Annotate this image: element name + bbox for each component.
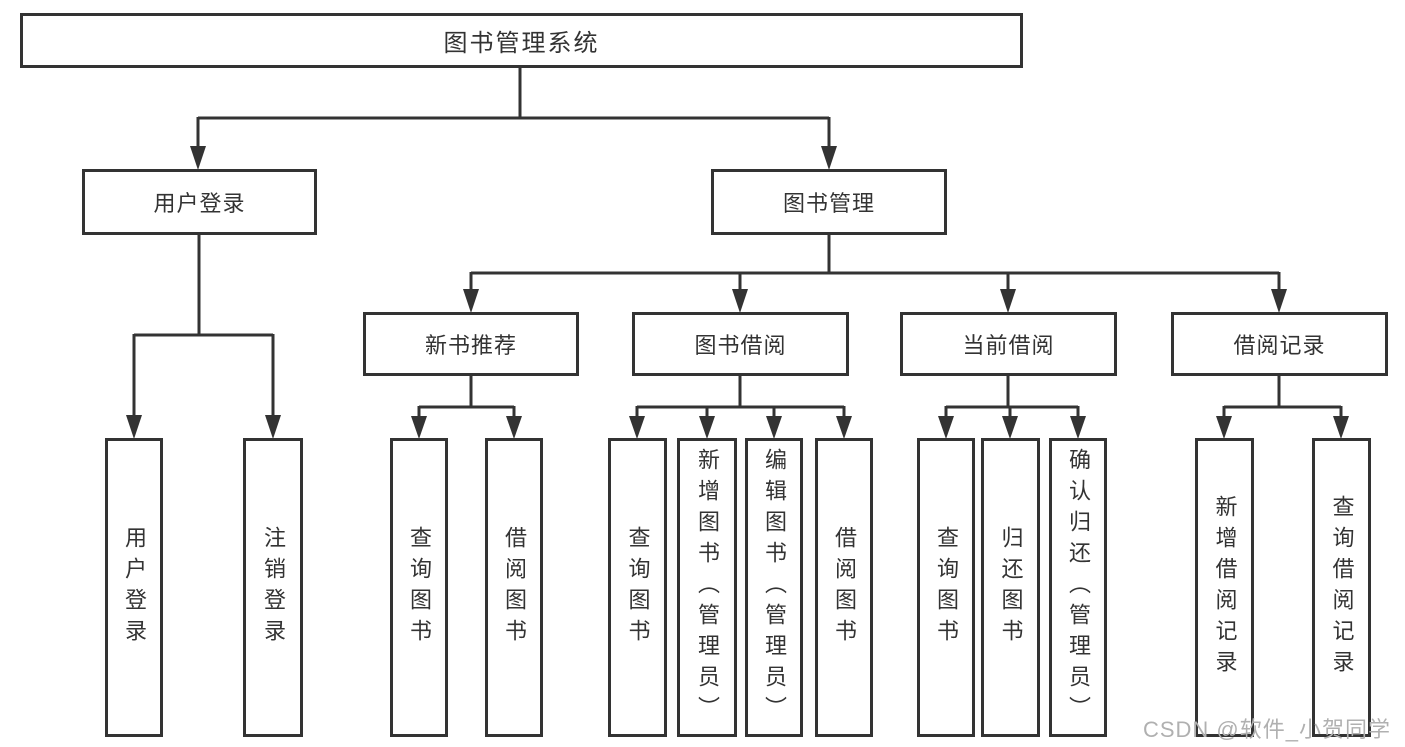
node-borrowing-records: 借阅记录 [1171, 312, 1388, 376]
node-borrowing-records-label: 借阅记录 [1233, 333, 1326, 358]
node-new-book-recommendation-label: 新书推荐 [424, 333, 517, 358]
leaf-confirm-return-admin-label: 确认归还（管理员） [1066, 448, 1091, 727]
leaf-return-books-label: 归还图书 [998, 525, 1024, 650]
node-user-login: 用户登录 [82, 169, 317, 235]
leaf-borrow-books-borrowing: 借阅图书 [815, 438, 873, 737]
node-book-borrowing: 图书借阅 [632, 312, 849, 376]
node-library-system-label: 图书管理系统 [443, 30, 600, 57]
node-book-borrowing-label: 图书借阅 [694, 333, 787, 358]
node-library-system: 图书管理系统 [20, 13, 1023, 68]
leaf-add-books-admin: 新增图书（管理员） [677, 438, 737, 737]
leaf-user-login-label: 用户登录 [122, 525, 147, 650]
leaf-edit-books-admin-label: 编辑图书（管理员） [762, 448, 787, 727]
leaf-query-borrow-record: 查询借阅记录 [1312, 438, 1371, 737]
leaf-query-books-current: 查询图书 [917, 438, 975, 737]
node-user-login-label: 用户登录 [153, 191, 246, 216]
node-new-book-recommendation: 新书推荐 [363, 312, 579, 376]
leaf-add-books-admin-label: 新增图书（管理员） [695, 448, 720, 727]
leaf-user-login: 用户登录 [105, 438, 163, 737]
node-current-borrowing-label: 当前借阅 [962, 333, 1055, 358]
leaf-borrow-books-recommend-label: 借阅图书 [502, 525, 527, 650]
leaf-query-books-recommend: 查询图书 [390, 438, 448, 737]
leaf-borrow-books-recommend: 借阅图书 [485, 438, 543, 737]
leaf-confirm-return-admin: 确认归还（管理员） [1049, 438, 1107, 737]
leaf-query-books-current-label: 查询图书 [934, 525, 959, 650]
leaf-edit-books-admin: 编辑图书（管理员） [745, 438, 803, 737]
watermark: CSDN @软件_小贺同学 [1142, 717, 1391, 742]
leaf-logout: 注销登录 [243, 438, 303, 737]
leaf-add-borrow-record: 新增借阅记录 [1195, 438, 1254, 737]
leaf-query-books-borrowing-label: 查询图书 [625, 525, 651, 650]
leaf-logout-label: 注销登录 [261, 525, 286, 650]
leaf-borrow-books-borrowing-label: 借阅图书 [832, 525, 857, 650]
leaf-query-books-borrowing: 查询图书 [608, 438, 667, 737]
leaf-query-borrow-record-label: 查询借阅记录 [1329, 494, 1355, 681]
leaf-add-borrow-record-label: 新增借阅记录 [1212, 494, 1238, 681]
leaf-return-books: 归还图书 [981, 438, 1040, 737]
node-current-borrowing: 当前借阅 [900, 312, 1117, 376]
leaf-query-books-recommend-label: 查询图书 [407, 525, 432, 650]
node-book-management-label: 图书管理 [782, 191, 875, 216]
node-book-management: 图书管理 [711, 169, 947, 235]
